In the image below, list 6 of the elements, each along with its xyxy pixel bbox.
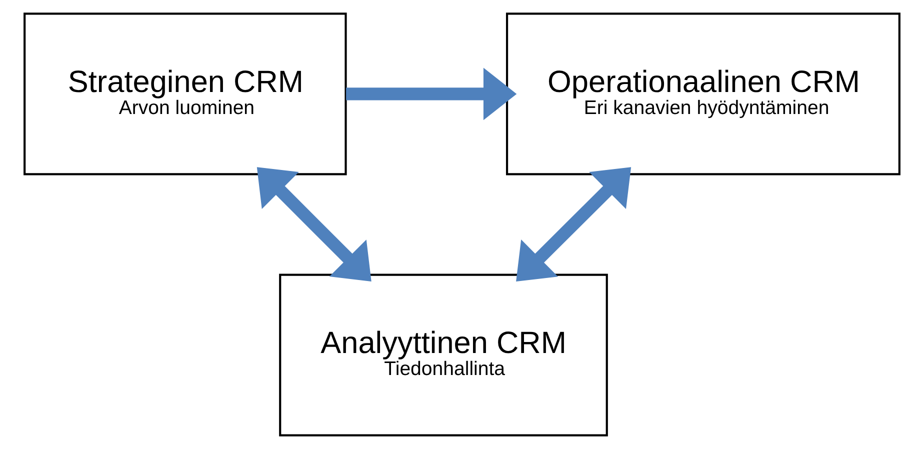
arrow [516,167,632,282]
node-box: Strateginen CRM Arvon luominen [24,12,347,176]
node-box: Analyyttinen CRM Tiedonhallinta [279,274,608,436]
node-box: Operationaalinen CRM Eri kanavien hyödyntäminen [506,12,900,176]
arrow [256,167,372,282]
arrow [346,68,517,120]
